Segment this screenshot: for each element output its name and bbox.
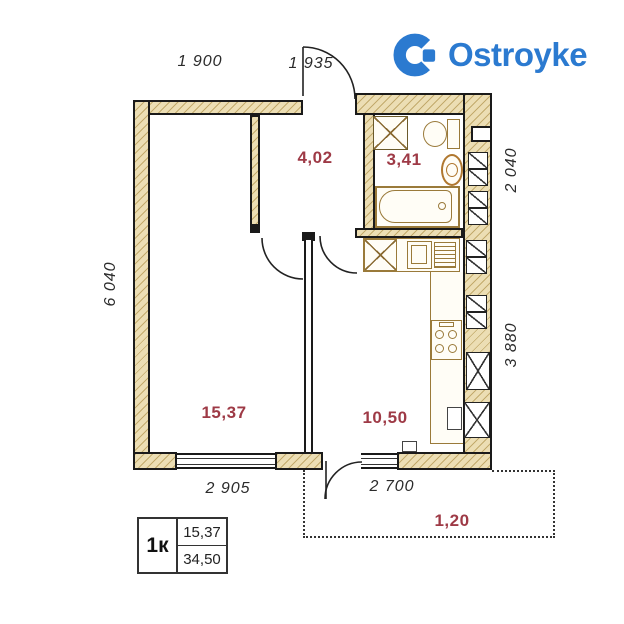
vent-shaft: [468, 191, 488, 208]
wall-cap-partition: [250, 224, 260, 233]
stove-burner: [448, 344, 457, 353]
wall-top-right: [355, 93, 492, 115]
bathtub-drain: [438, 202, 446, 210]
kitchen-sink-basin: [411, 245, 427, 264]
ostroyke-logo-icon: [392, 28, 440, 82]
area-hallway: 4,02: [297, 148, 333, 167]
kitchen-cabinet-small: [402, 441, 417, 452]
toilet-tank: [447, 119, 460, 149]
fridge: [364, 239, 397, 271]
area-bathroom: 3,41: [386, 150, 422, 169]
wall-top-left: [133, 100, 303, 115]
brand-logo: Ostroyke: [392, 28, 588, 82]
dim-right-bottom: 3 880: [503, 322, 520, 368]
wall-thin-living-kitchen: [304, 240, 313, 452]
washing-machine: [373, 116, 408, 150]
dim-top-left: 1 900: [177, 53, 223, 70]
wall-niche: [471, 126, 492, 142]
living-window: [177, 453, 275, 469]
vent-shaft: [466, 240, 487, 257]
dim-bottom-kitchen: 2 700: [369, 478, 415, 495]
wall-bottom-a: [133, 452, 177, 470]
stove-burner: [435, 330, 444, 339]
toilet-bowl: [423, 121, 447, 147]
balcony-outline: [303, 470, 555, 538]
unit-living-area: 15,37: [178, 519, 226, 546]
brand-name: Ostroyke: [448, 36, 588, 73]
wall-left: [133, 100, 150, 470]
unit-total-area: 34,50: [183, 550, 221, 568]
stove-burner: [435, 344, 444, 353]
vent-shaft: [466, 352, 490, 390]
wall-bathroom-bottom: [355, 228, 463, 238]
stove-panel: [439, 322, 454, 327]
area-kitchen: 10,50: [362, 408, 408, 427]
area-living: 15,37: [201, 403, 247, 422]
dim-right-top: 2 040: [503, 147, 520, 193]
stove: [431, 320, 462, 360]
vent-shaft: [466, 257, 487, 274]
wall-bathroom-left: [363, 113, 375, 232]
wall-bottom-c: [397, 452, 492, 470]
dish-drainer: [434, 242, 456, 268]
dim-top-entry: 1 935: [288, 55, 334, 72]
unit-stamp: 1к 15,37 34,50: [137, 517, 228, 574]
vent-shaft: [468, 152, 488, 169]
kitchen-cabinet: [447, 407, 462, 430]
vent-shaft: [464, 402, 490, 438]
vent-shaft: [468, 169, 488, 186]
vent-shaft: [466, 295, 487, 312]
vent-shaft: [468, 208, 488, 225]
unit-type: 1к: [139, 519, 178, 572]
stove-burner: [448, 330, 457, 339]
bathroom-sink-basin: [446, 163, 458, 177]
dim-left: 6 040: [102, 261, 119, 307]
vent-shaft: [466, 312, 487, 329]
wall-bottom-b: [275, 452, 323, 470]
dim-bottom-living: 2 905: [205, 480, 251, 497]
area-balcony: 1,20: [434, 511, 470, 530]
balcony-outline-top: [492, 470, 555, 472]
wall-jamb-thin-partition: [302, 232, 315, 241]
kitchen-window: [361, 453, 397, 469]
